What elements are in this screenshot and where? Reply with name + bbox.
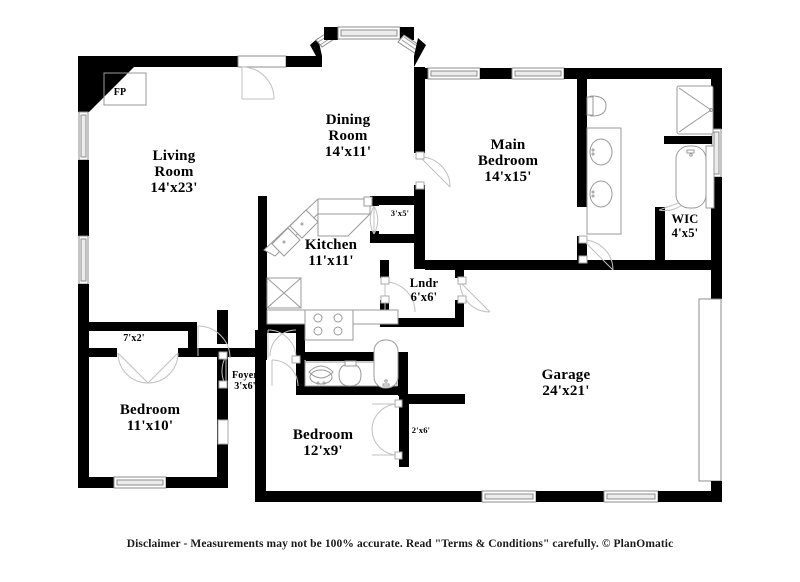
- hall-bath-fixtures: [304, 339, 399, 389]
- room-label-kitchen: Kitchen 11'x11': [305, 237, 357, 269]
- room-name: Foyer: [232, 370, 258, 381]
- room-label-laundry: Lndr 6'x6': [409, 276, 439, 304]
- room-label-foyer: Foyer 3'x6': [232, 370, 258, 393]
- fireplace-abbreviation: FP: [113, 87, 127, 98]
- closet-dimensions: 2'x6': [411, 425, 431, 435]
- room-name: WIC: [671, 212, 699, 226]
- room-dimensions: 12'x9': [303, 443, 343, 460]
- fixtures: [263, 85, 715, 389]
- room-dimensions: 6'x6': [410, 289, 438, 304]
- room-label-garage: Garage 24'x21': [542, 367, 591, 399]
- room-name-line1: Kitchen: [304, 237, 358, 253]
- fireplace-label: FP: [113, 87, 127, 99]
- room-name-line2: Room: [154, 164, 194, 181]
- room-name-line1: Bedroom: [292, 427, 354, 443]
- closet-label-2x6: 2'x6': [411, 425, 431, 435]
- room-label-bedroom-3: Bedroom 12'x9': [293, 427, 353, 459]
- room-dimensions: 14'x23': [150, 180, 198, 197]
- room-name-line1: Dining: [325, 112, 371, 128]
- closet-label-7x2: 7'x2': [123, 333, 145, 345]
- disclaimer-text: Disclaimer - Measurements may not be 100…: [126, 538, 674, 550]
- room-name-line1: Bedroom: [119, 402, 181, 418]
- exterior-walls: [78, 26, 722, 503]
- closet-label-3x5: 3'x5': [390, 208, 410, 218]
- room-name-line1: Living: [152, 148, 196, 164]
- closet-dimensions: 7'x2': [123, 333, 145, 344]
- room-dimensions: 24'x21': [542, 383, 590, 400]
- room-name: Lndr: [409, 276, 439, 290]
- room-dimensions: 14'x15': [484, 169, 532, 186]
- room-dimensions: 14'x11': [324, 144, 372, 161]
- room-dimensions: 11'x11': [308, 253, 354, 270]
- room-name-line2: Bedroom: [477, 153, 539, 170]
- room-dimensions: 3'x6': [234, 380, 256, 392]
- room-label-walk-in-closet: WIC 4'x5': [671, 212, 699, 240]
- room-label-dining-room: Dining Room 14'x11': [325, 112, 371, 161]
- room-name-line1: Garage: [541, 367, 591, 383]
- room-name-line1: Main: [490, 137, 526, 153]
- room-dimensions: 4'x5': [671, 225, 699, 240]
- doors: [117, 66, 688, 460]
- pantry: [266, 277, 302, 309]
- closet-dimensions: 3'x5': [390, 208, 410, 218]
- interior-walls: [89, 67, 722, 467]
- room-label-living-room: Living Room 14'x23': [150, 148, 197, 197]
- master-bath-fixtures: [586, 85, 715, 235]
- range: [304, 309, 354, 341]
- room-dimensions: 11'x10': [126, 418, 174, 435]
- kitchen-counter: [263, 196, 373, 257]
- room-label-main-bedroom: Main Bedroom 14'x15': [478, 137, 538, 186]
- room-name-line2: Room: [328, 128, 368, 145]
- room-label-bedroom-2: Bedroom 11'x10': [120, 402, 180, 434]
